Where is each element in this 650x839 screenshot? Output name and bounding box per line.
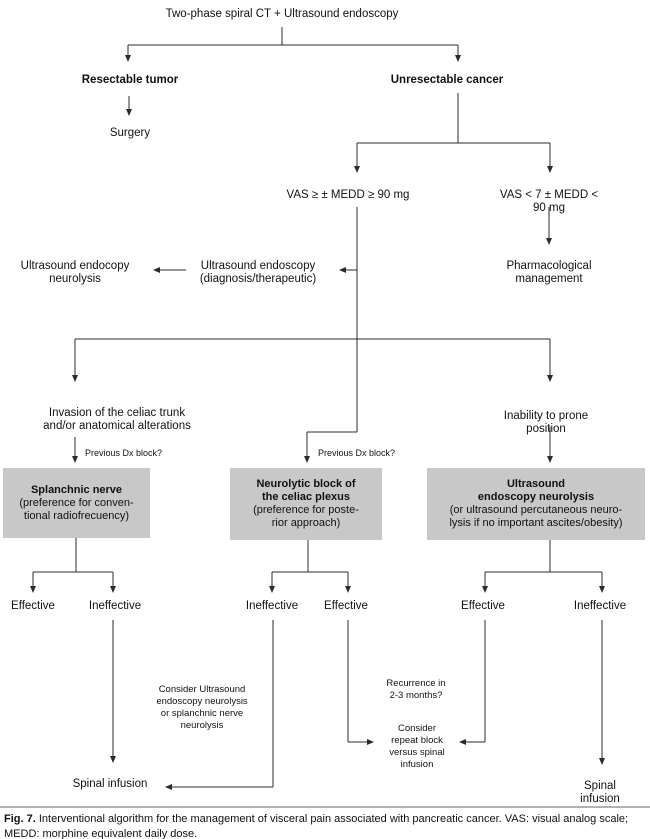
node-ultrasound-endoscopy-diagnostic: Ultrasound endoscopy (diagnosis/therapeu… bbox=[199, 260, 317, 285]
outcome-neurolytic-effective: Effective bbox=[324, 600, 368, 612]
node-vas-high: VAS ≥ ± MEDD ≥ 90 mg bbox=[286, 189, 410, 201]
node-ultrasound-endoscopy-neurolysis: Ultrasound endocopy neurolysis bbox=[20, 260, 130, 285]
node-spinal-infusion-right: Spinal infusion bbox=[580, 780, 620, 805]
annotation-previous-dx-block-left: Previous Dx block? bbox=[85, 448, 163, 458]
node-title: Two-phase spiral CT + Ultrasound endosco… bbox=[165, 8, 399, 20]
node-inability-prone: Inability to prone position bbox=[503, 410, 589, 435]
outcome-ultrasound-effective: Effective bbox=[461, 600, 505, 612]
node-consider-repeat-block: Consider repeat block versus spinal infu… bbox=[389, 723, 445, 770]
node-celiac-invasion: Invasion of the celiac trunk and/or anat… bbox=[43, 407, 191, 432]
figure-caption-text: Interventional algorithm for the managem… bbox=[4, 813, 629, 839]
box-ultrasound-title: Ultrasound endoscopy neurolysis bbox=[477, 478, 595, 503]
annotation-consider-ultrasound-neurolysis: Consider Ultrasound endoscopy neurolysis… bbox=[156, 684, 248, 731]
annotation-recurrence: Recurrence in 2-3 months? bbox=[386, 678, 446, 701]
box-splanchnic-title: Splanchnic nerve bbox=[30, 483, 123, 496]
node-spinal-infusion-left: Spinal infusion bbox=[72, 778, 148, 790]
node-surgery: Surgery bbox=[109, 127, 151, 139]
node-resectable-tumor: Resectable tumor bbox=[81, 74, 179, 86]
outcome-splanchnic-effective: Effective bbox=[11, 600, 55, 612]
outcome-neurolytic-ineffective: Ineffective bbox=[245, 600, 299, 612]
figure-caption: Fig. 7. Interventional algorithm for the… bbox=[4, 812, 646, 839]
annotation-previous-dx-block-middle: Previous Dx block? bbox=[318, 448, 396, 458]
node-vas-low: VAS < 7 ± MEDD < 90 mg bbox=[499, 189, 599, 214]
box-ultrasound-neurolysis: Ultrasound endoscopy neurolysis (or ultr… bbox=[427, 468, 645, 540]
box-neurolytic-block: Neurolytic block of the celiac plexus (p… bbox=[230, 468, 382, 540]
node-pharmacological-management: Pharmacological management bbox=[506, 260, 592, 285]
outcome-ultrasound-ineffective: Ineffective bbox=[573, 600, 627, 612]
box-ultrasound-subtitle: (or ultrasound percutaneous neuro- lysis… bbox=[449, 504, 623, 529]
box-neurolytic-title: Neurolytic block of the celiac plexus bbox=[256, 478, 356, 503]
box-splanchnic-nerve: Splanchnic nerve (preference for conven-… bbox=[3, 468, 150, 538]
box-splanchnic-subtitle: (preference for conven- tional radiofrec… bbox=[19, 496, 134, 522]
figure-caption-label: Fig. 7. bbox=[4, 813, 36, 825]
outcome-splanchnic-ineffective: Ineffective bbox=[88, 600, 142, 612]
box-neurolytic-subtitle: (preference for poste- rior approach) bbox=[253, 504, 359, 529]
node-unresectable-cancer: Unresectable cancer bbox=[390, 74, 504, 86]
